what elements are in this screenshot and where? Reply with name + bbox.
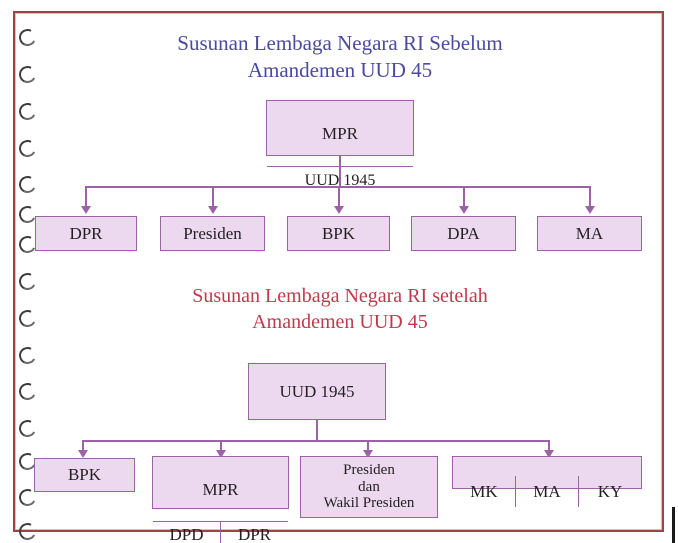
top-arrow-1 (81, 206, 91, 214)
top-root-subheader: UUD 1945 (267, 166, 413, 195)
top-bus (85, 186, 590, 188)
top-leaf-bpk[interactable]: BPK (287, 216, 390, 251)
top-root-header: MPR (322, 124, 358, 144)
bottom-judiciary-cell-mk[interactable]: MK (470, 482, 498, 502)
top-drop-3 (338, 186, 340, 208)
top-drop-4 (463, 186, 465, 208)
bottom-judiciary-cell-ky[interactable]: KY (578, 476, 641, 508)
top-leaf-dpr[interactable]: DPR (35, 216, 137, 251)
bottom-leaf-judiciary[interactable]: MK MA KY (452, 456, 642, 508)
bottom-drop-3 (367, 440, 369, 452)
top-root-box[interactable]: MPR UUD 1945 (266, 100, 414, 189)
top-arrow-3 (334, 206, 344, 214)
bottom-judiciary-cells: MK MA KY (453, 476, 641, 508)
bottom-mpr-cell-dpr[interactable]: DPR (220, 522, 288, 543)
top-drop-2 (212, 186, 214, 208)
bottom-drop-1 (82, 440, 84, 452)
bottom-leaf-mpr[interactable]: MPR DPD DPR (152, 456, 289, 543)
top-root-stem (339, 156, 341, 186)
bottom-drop-4 (548, 440, 550, 452)
bottom-judiciary-cell-ma[interactable]: MA (515, 476, 578, 508)
bottom-arrow-1 (78, 450, 88, 458)
bottom-leaf-presiden[interactable]: Presiden dan Wakil Presiden (300, 456, 438, 518)
bottom-bus (82, 440, 549, 442)
bottom-arrow-3 (363, 450, 373, 458)
diagram-bottom-title: Susunan Lembaga Negara RI setelah Amande… (192, 285, 488, 333)
diagram-top-title: Susunan Lembaga Negara RI Sebelum Amande… (177, 31, 503, 82)
bottom-mpr-header: MPR (202, 479, 239, 499)
scan-edge-artifact (672, 507, 675, 543)
bottom-root-box[interactable]: UUD 1945 (248, 363, 386, 420)
bottom-leaf-bpk[interactable]: BPK (34, 458, 135, 492)
top-leaf-dpa[interactable]: DPA (411, 216, 516, 251)
bottom-drop-2 (220, 440, 222, 452)
top-drop-1 (85, 186, 87, 208)
bottom-mpr-subcells: DPD DPR (153, 521, 288, 543)
bottom-arrow-4 (544, 450, 554, 458)
bottom-mpr-cell-dpd[interactable]: DPD (169, 525, 204, 543)
top-drop-5 (589, 186, 591, 208)
top-leaf-presiden[interactable]: Presiden (160, 216, 265, 251)
top-leaf-ma[interactable]: MA (537, 216, 642, 251)
bottom-arrow-2 (216, 450, 226, 458)
top-arrow-5 (585, 206, 595, 214)
top-arrow-2 (208, 206, 218, 214)
top-arrow-4 (459, 206, 469, 214)
bottom-root-stem (316, 420, 318, 441)
page-frame (13, 11, 664, 532)
